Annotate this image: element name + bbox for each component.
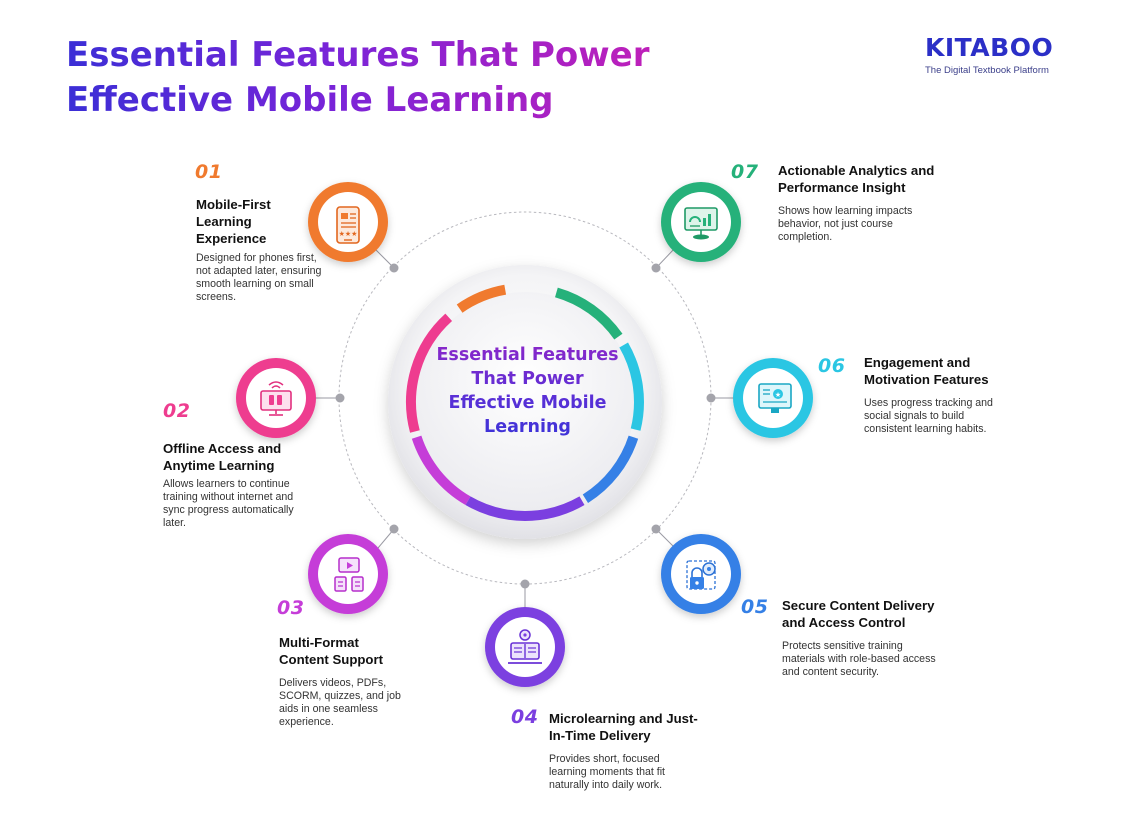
arc-segment-05: [582, 435, 639, 503]
feature-number: 01: [195, 161, 223, 183]
dot-04: [520, 579, 530, 589]
secure-lock-icon: [686, 560, 716, 590]
feature-description: Allows learners to continue training wit…: [163, 478, 294, 529]
brand-tagline: The Digital Textbook Platform: [925, 65, 1049, 76]
connector-07: [655, 247, 676, 269]
svg-text:★★★: ★★★: [339, 230, 358, 238]
feature-number: 02: [163, 400, 191, 422]
feature-number: 03: [277, 597, 305, 619]
feature-badge-05: [661, 534, 741, 614]
badge-face: [671, 544, 731, 604]
feature-description: Provides short, focused learning moments…: [549, 753, 665, 791]
center-arc-ring: [406, 284, 644, 521]
center-label: Essential Features That Power Effective …: [430, 343, 625, 439]
microlearning-book-icon: [508, 629, 542, 664]
engagement-award-icon: ★: [758, 383, 792, 413]
feature-title: Offline Access and Anytime Learning: [163, 441, 282, 473]
feature-title: Engagement and Motivation Features: [864, 355, 989, 387]
offline-monitor-icon: [260, 381, 292, 416]
dot-06: [706, 393, 716, 403]
center-hub-inner: [415, 292, 635, 512]
feature-title: Secure Content Delivery and Access Contr…: [782, 598, 935, 630]
dot-05: [651, 524, 661, 534]
analytics-dashboard-icon: [684, 207, 718, 240]
arc-segment-03: [411, 435, 471, 506]
kitaboo-logo: KITABOO The Digital Textbook Platform: [925, 33, 1085, 77]
feature-title: Mobile-First Learning Experience: [196, 197, 271, 246]
svg-text:★: ★: [775, 391, 781, 399]
feature-number: 04: [511, 706, 539, 728]
brand-name: KITABOO: [925, 33, 1054, 62]
feature-description: Shows how learning impacts behavior, not…: [778, 205, 913, 243]
arc-segment-04: [465, 496, 585, 521]
arc-segment-06: [619, 342, 644, 431]
feature-description: Delivers videos, PDFs, SCORM, quizzes, a…: [279, 677, 401, 728]
feature-description: Protects sensitive training materials wi…: [782, 640, 936, 678]
feature-title: Microlearning and Just-In-Time Delivery: [549, 711, 698, 743]
feature-number: 06: [818, 355, 846, 377]
connector-dots: [335, 263, 716, 589]
feature-number: 07: [731, 161, 759, 183]
dot-01: [389, 263, 399, 273]
feature-title: Multi-Format Content Support: [279, 635, 384, 667]
mobile-screen-icon: ★★★: [336, 206, 360, 244]
dot-07: [651, 263, 661, 273]
arc-segment-07: [554, 287, 623, 340]
feature-title: Actionable Analytics and Performance Ins…: [778, 163, 935, 195]
feature-description: Uses progress tracking and social signal…: [864, 397, 993, 435]
feature-number: 05: [741, 596, 769, 618]
multi-format-icon: [334, 557, 364, 592]
dot-02: [335, 393, 345, 403]
arc-segment-01: [456, 284, 507, 313]
arc-segment-02: [406, 313, 453, 433]
dot-03: [389, 524, 399, 534]
feature-description: Designed for phones first, not adapted l…: [196, 252, 322, 303]
